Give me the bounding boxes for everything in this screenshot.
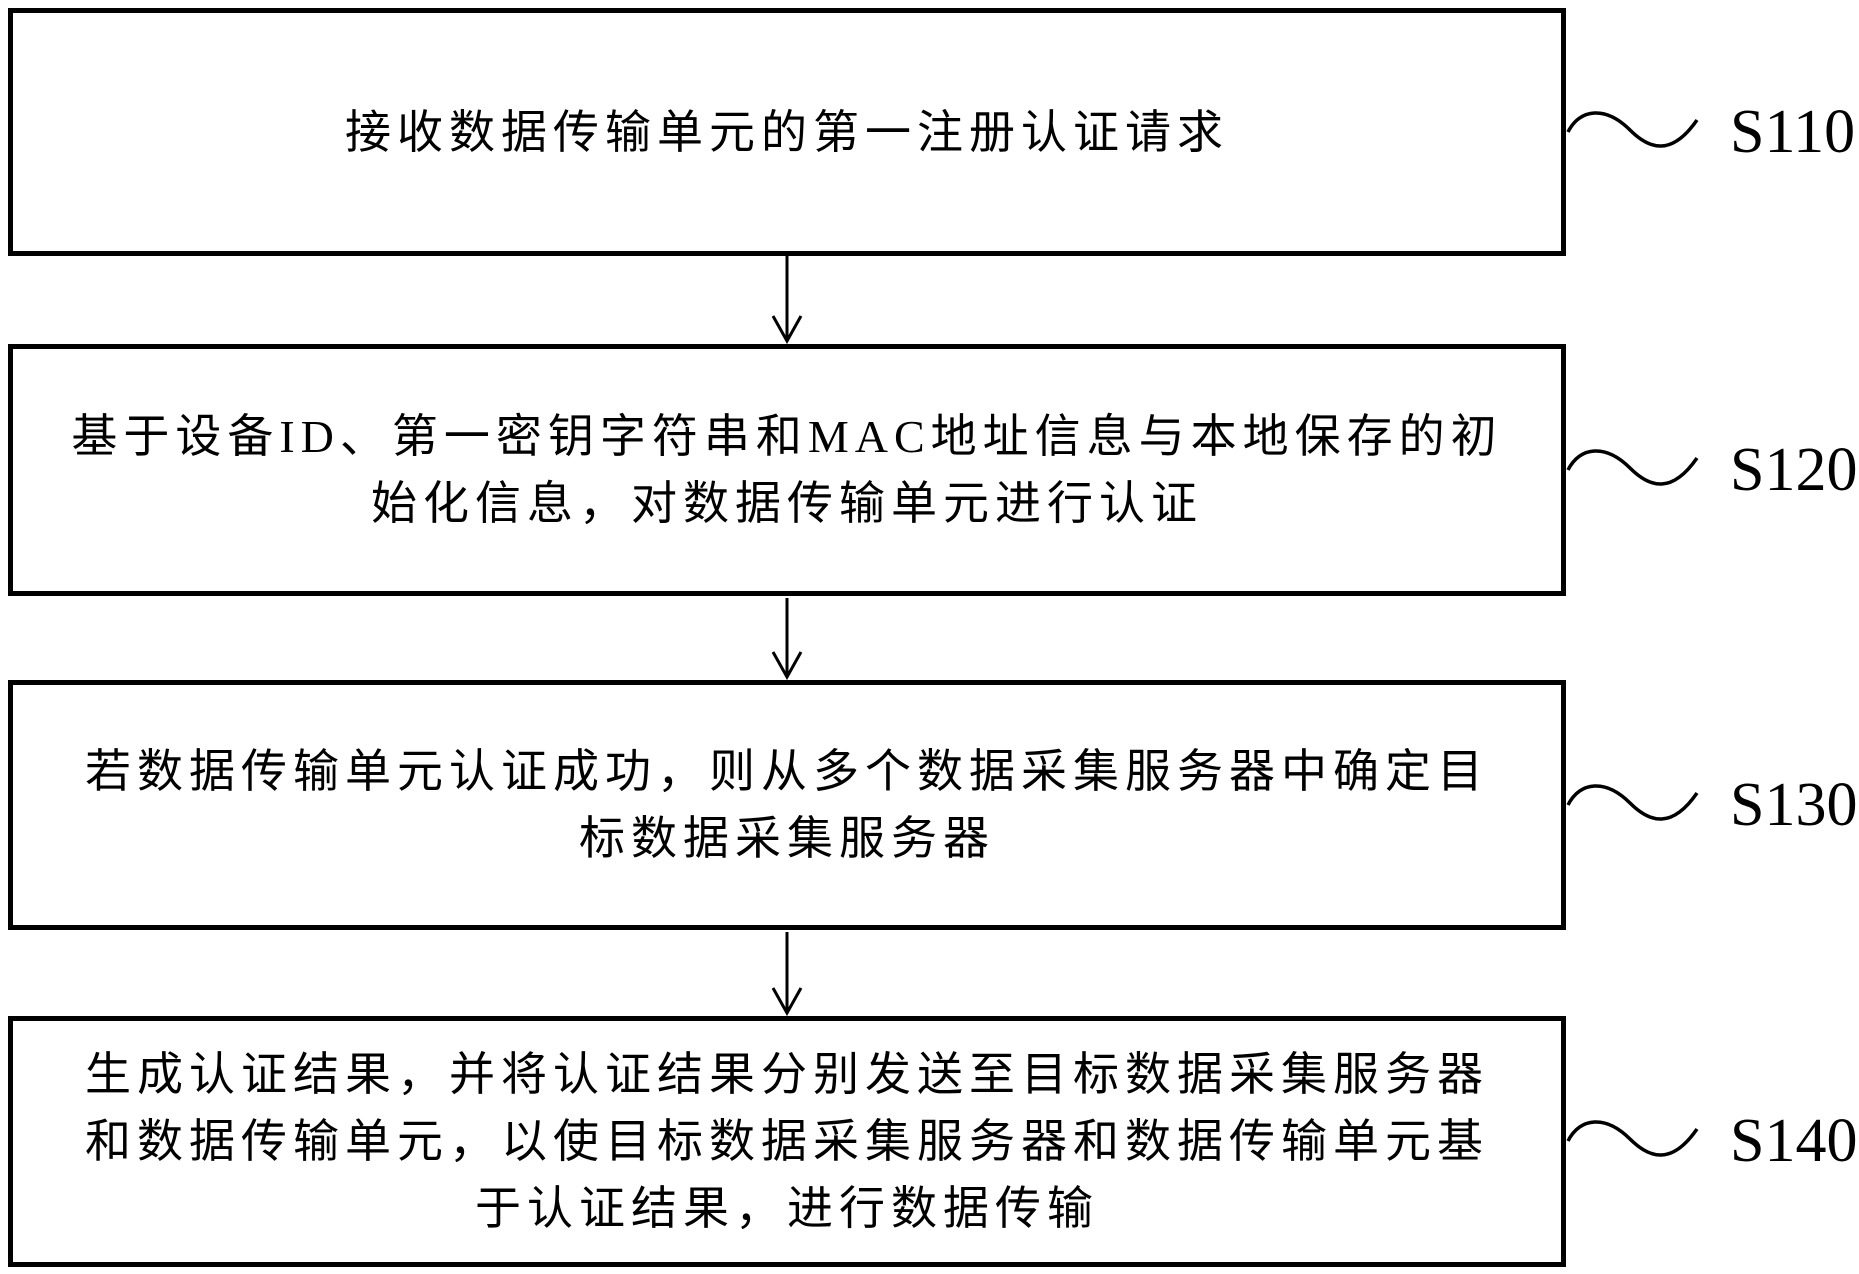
connector-squiggle-icon — [1566, 449, 1699, 486]
down-arrow-icon — [771, 932, 803, 1016]
step-text-line: 于认证结果，进行数据传输 — [475, 1183, 1099, 1234]
flow-box-step-s130: 若数据传输单元认证成功，则从多个数据采集服务器中确定目 标数据采集服务器 — [8, 680, 1566, 930]
step-text-line: 生成认证结果，并将认证结果分别发送至目标数据采集服务器 — [85, 1049, 1489, 1100]
step-label-s120: S120 — [1730, 436, 1858, 504]
connector-squiggle-icon — [1566, 111, 1699, 148]
connector-squiggle-icon — [1566, 784, 1699, 821]
step-text-line: 和数据传输单元，以使目标数据采集服务器和数据传输单元基 — [85, 1116, 1489, 1167]
step-text-line: 接收数据传输单元的第一注册认证请求 — [345, 106, 1229, 158]
step-text-line: 标数据采集服务器 — [579, 813, 995, 864]
step-text-line: 若数据传输单元认证成功，则从多个数据采集服务器中确定目 — [85, 746, 1489, 797]
flow-box-step-s110: 接收数据传输单元的第一注册认证请求 — [8, 8, 1566, 256]
flow-box-step-s140: 生成认证结果，并将认证结果分别发送至目标数据采集服务器 和数据传输单元，以使目标… — [8, 1016, 1566, 1267]
down-arrow-icon — [771, 256, 803, 344]
connector-squiggle-icon — [1566, 1120, 1699, 1157]
step-label-s110: S110 — [1730, 98, 1856, 166]
step-text-line: 始化信息，对数据传输单元进行认证 — [371, 478, 1203, 529]
step-label-s130: S130 — [1730, 771, 1858, 839]
flow-box-step-s120: 基于设备ID、第一密钥字符串和MAC地址信息与本地保存的初 始化信息，对数据传输… — [8, 344, 1566, 596]
step-text-line: 基于设备ID、第一密钥字符串和MAC地址信息与本地保存的初 — [71, 411, 1503, 462]
step-label-s140: S140 — [1730, 1107, 1858, 1175]
down-arrow-icon — [771, 598, 803, 680]
